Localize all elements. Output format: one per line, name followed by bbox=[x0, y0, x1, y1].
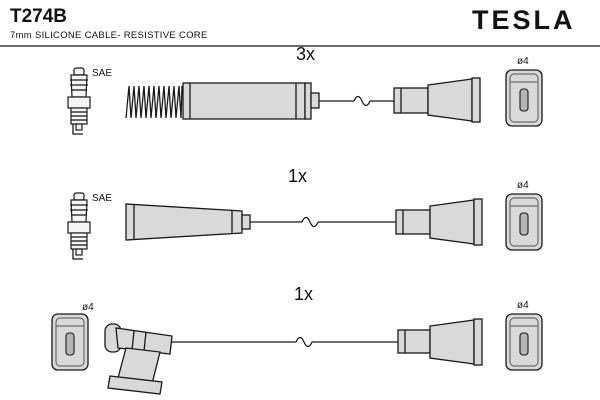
terminal-connector-icon bbox=[505, 313, 543, 371]
plug-boot bbox=[125, 203, 243, 241]
coil-end-boot bbox=[427, 78, 473, 122]
row2-plug-label: SAE bbox=[92, 193, 112, 204]
row3-cable-assembly: 1x ø4 ø4 bbox=[51, 284, 543, 395]
tesla-brand-logo: TESLA bbox=[472, 5, 576, 35]
row1-cable-assembly: 3x SAE ø4 bbox=[67, 44, 543, 135]
terminal-connector-icon bbox=[505, 69, 543, 127]
coil-end-sleeve bbox=[397, 329, 431, 354]
row2-quantity-label: 1x bbox=[288, 166, 307, 186]
row3-right-connector-label: ø4 bbox=[517, 300, 529, 311]
row1-quantity-label: 3x bbox=[296, 44, 315, 64]
row3-left-connector-label: ø4 bbox=[82, 302, 94, 313]
terminal-connector-icon bbox=[51, 313, 89, 371]
cable-break-symbol bbox=[295, 336, 313, 348]
row2-cable-assembly: 1x SAE ø4 bbox=[67, 166, 543, 260]
row1-plug-label: SAE bbox=[92, 68, 112, 79]
row3-quantity-label: 1x bbox=[294, 284, 313, 304]
spark-plug-icon bbox=[67, 192, 91, 260]
coil-spring-terminal bbox=[125, 85, 183, 119]
row2-connector-label: ø4 bbox=[517, 180, 529, 191]
product-description: 7mm SILICONE CABLE- RESISTIVE CORE bbox=[10, 30, 208, 41]
spark-plug-icon bbox=[67, 67, 91, 135]
terminal-connector-icon bbox=[505, 193, 543, 251]
coil-end-boot bbox=[429, 319, 475, 365]
cable-break-symbol bbox=[353, 95, 371, 107]
coil-end-sleeve bbox=[393, 87, 429, 114]
row1-connector-label: ø4 bbox=[517, 56, 529, 67]
angled-distributor-boot bbox=[104, 323, 173, 395]
cable-break-symbol bbox=[301, 216, 319, 228]
part-number: T274B bbox=[10, 6, 67, 27]
plug-boot bbox=[182, 82, 306, 120]
coil-end-sleeve bbox=[395, 209, 431, 235]
coil-end-boot bbox=[429, 199, 475, 245]
